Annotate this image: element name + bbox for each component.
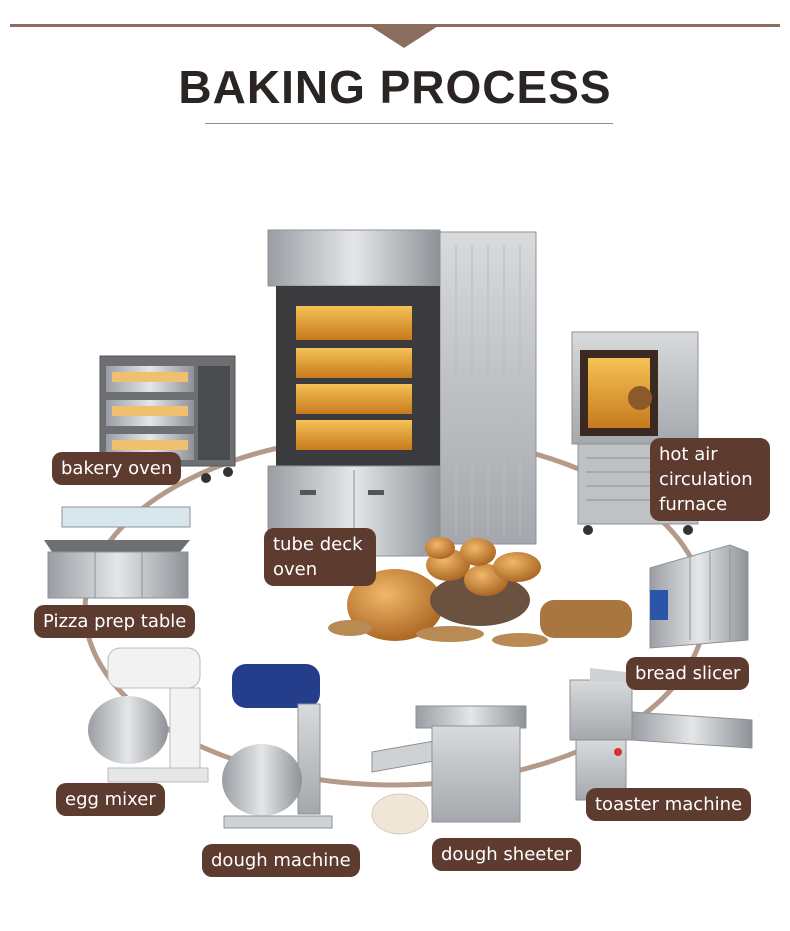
top-notch-icon <box>370 26 438 48</box>
pizza-prep-table-image <box>44 506 191 599</box>
toaster-machine-image <box>569 668 753 801</box>
bread-pile-image <box>328 537 632 647</box>
label-bread-slicer: bread slicer <box>626 657 750 690</box>
egg-mixer-image <box>88 647 209 783</box>
deck-oven-image <box>99 355 236 483</box>
dough-sheeter-image <box>371 705 527 835</box>
label-tube-deck-oven: tube deck oven <box>264 528 376 586</box>
label-line: circulation <box>659 469 753 490</box>
label-line: furnace <box>659 494 728 515</box>
top-divider-line <box>10 24 780 27</box>
label-line: hot air <box>659 444 718 465</box>
label-egg-mixer: egg mixer <box>56 783 165 816</box>
label-bakery-oven: bakery oven <box>52 452 182 485</box>
label-line: oven <box>273 559 318 580</box>
label-dough-sheeter: dough sheeter <box>432 838 581 871</box>
label-dough-machine: dough machine <box>202 844 360 877</box>
title-underline <box>205 123 613 124</box>
bread-slicer-image <box>649 544 749 649</box>
dough-machine-image <box>222 664 333 829</box>
label-hot-air-furnace: hot air circulation furnace <box>650 438 770 521</box>
label-line: tube deck <box>273 534 363 555</box>
tube-deck-oven-image <box>267 229 537 557</box>
label-pizza-prep-table: Pizza prep table <box>34 605 196 638</box>
page-title: BAKING PROCESS <box>178 61 612 113</box>
label-toaster-machine: toaster machine <box>586 788 752 821</box>
